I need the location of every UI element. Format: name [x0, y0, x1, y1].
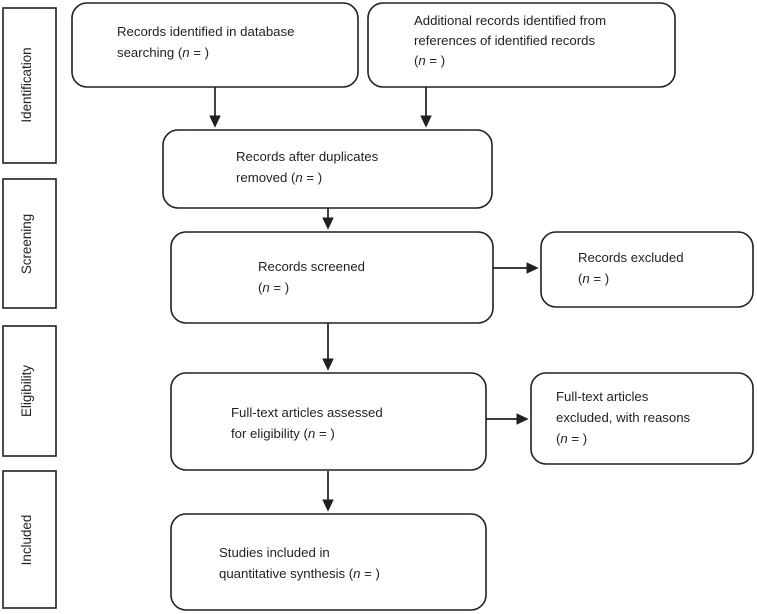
box-fulltext-articles-excluded-line2: excluded, with reasons: [556, 410, 691, 425]
box-additional-records-identified-line2: references of identified records: [414, 33, 595, 48]
box-records-screened-line2: (n = ): [258, 280, 289, 295]
stage-label-screening-text: Screening: [19, 214, 34, 274]
box-fulltext-articles-assessed-line2: for eligibility (n = ): [231, 426, 335, 441]
box-studies-included-line1: Studies included in: [219, 545, 330, 560]
box-fulltext-articles-excluded-line3: (n = ): [556, 431, 587, 446]
stage-label-screening: Screening: [2, 178, 57, 309]
stage-label-eligibility: Eligibility: [2, 325, 57, 457]
box-records-excluded: Records excluded (n = ): [540, 231, 754, 308]
box-additional-records-identified: Additional records identified from refer…: [367, 2, 676, 88]
box-fulltext-articles-excluded: Full-text articles excluded, with reason…: [530, 372, 754, 465]
stage-label-included-text: Included: [19, 515, 34, 566]
box-records-after-duplicates-removed-line2: removed (n = ): [236, 170, 322, 185]
box-studies-included-line2: quantitative synthesis (n = ): [219, 566, 380, 581]
box-records-excluded-line1: Records excluded: [578, 250, 684, 265]
stage-label-identification: Identification: [2, 7, 57, 164]
stage-label-eligibility-text: Eligibility: [19, 365, 34, 417]
box-fulltext-articles-assessed-line1: Full-text articles assessed: [231, 405, 383, 420]
box-records-after-duplicates-removed: Records after duplicates removed (n = ): [162, 129, 493, 209]
box-records-identified-database-line1: Records identified in database: [117, 24, 294, 39]
box-records-identified-database: Records identified in database searching…: [71, 2, 359, 88]
box-studies-included: Studies included in quantitative synthes…: [170, 513, 487, 611]
box-records-identified-database-line2: searching (n = ): [117, 45, 209, 60]
box-records-screened: Records screened (n = ): [170, 231, 494, 324]
stage-label-identification-text: Identification: [19, 47, 34, 122]
box-records-after-duplicates-removed-line1: Records after duplicates: [236, 149, 379, 164]
stage-label-included: Included: [2, 470, 57, 609]
box-fulltext-articles-assessed: Full-text articles assessed for eligibil…: [170, 372, 487, 471]
box-fulltext-articles-excluded-line1: Full-text articles: [556, 389, 649, 404]
box-records-screened-line1: Records screened: [258, 259, 365, 274]
box-additional-records-identified-line3: (n = ): [414, 53, 445, 68]
box-additional-records-identified-line1: Additional records identified from: [414, 13, 606, 28]
box-records-excluded-line2: (n = ): [578, 271, 609, 286]
